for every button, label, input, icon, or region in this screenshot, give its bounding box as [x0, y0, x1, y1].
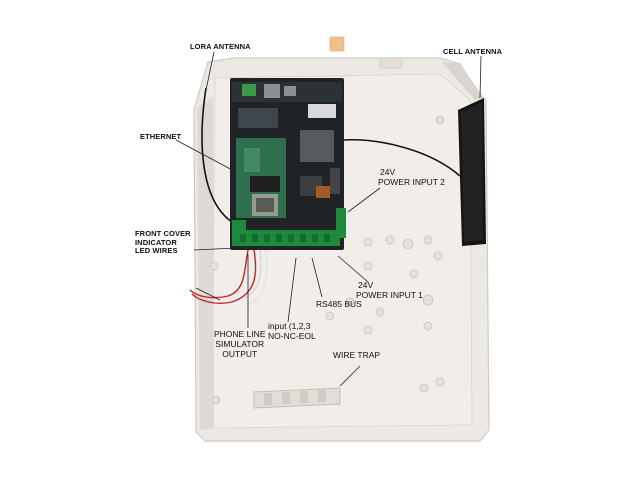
front-cover-led-wires-label: FRONT COVER INDICATOR LED WIRES	[135, 229, 191, 256]
phone-line-line2: SIMULATOR	[215, 338, 265, 349]
phone-line-simulator-label: PHONE LINE SIMULATOR OUTPUT	[214, 329, 266, 359]
lora-antenna-label: LORA ANTENNA	[190, 42, 251, 51]
power-input-1-line1: 24V	[358, 280, 374, 290]
power-input-2-line2: POWER INPUT 2	[378, 176, 445, 187]
phone-line-line3: OUTPUT	[222, 348, 258, 359]
wire-trap-label: WIRE TRAP	[333, 350, 381, 360]
wire-trap	[253, 387, 341, 409]
front-cover-line2: INDICATOR	[135, 237, 177, 247]
cell-antenna	[458, 98, 486, 246]
input-line2: NO-NC-EOL	[268, 330, 316, 341]
rs485-bus-label: RS485 BUS	[316, 299, 362, 309]
input-line1: input (1,2,3	[268, 321, 311, 331]
ethernet-label: ETHERNET	[140, 132, 182, 141]
input-label: input (1,2,3 NO-NC-EOL	[268, 321, 316, 342]
power-input-2-label: 24V POWER INPUT 2	[378, 167, 445, 188]
mounting-bosses	[209, 115, 445, 405]
power-input-1-line2: POWER INPUT 1	[356, 289, 423, 300]
callout-lines	[175, 51, 482, 387]
power-input-2-line1: 24V	[380, 167, 396, 177]
led-wires	[189, 249, 268, 305]
main-pcb	[230, 78, 346, 250]
power-input-1-label: 24V POWER INPUT 1	[356, 280, 423, 301]
cell-antenna-label: CELL ANTENNA	[443, 47, 503, 56]
sim-card	[329, 36, 345, 52]
front-cover-line1: FRONT COVER	[135, 229, 191, 238]
front-cover-line3: LED WIRES	[135, 246, 178, 256]
phone-line-line1: PHONE LINE	[214, 329, 266, 339]
